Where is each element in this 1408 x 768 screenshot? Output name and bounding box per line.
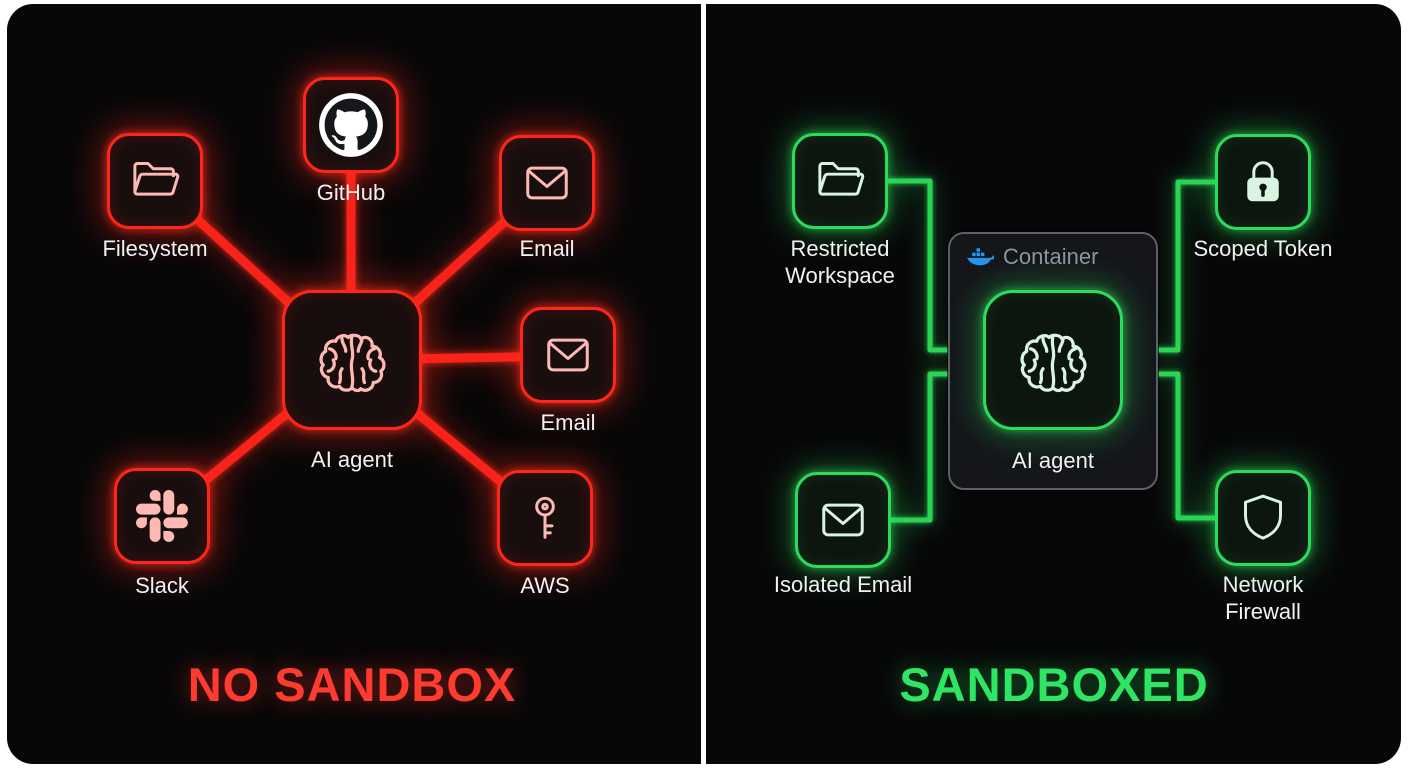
envelope-icon [822, 503, 864, 537]
node-label-email-2: Email [540, 410, 596, 435]
envelope-icon [547, 338, 589, 372]
node-label-scoped-token: Scoped Token [1193, 236, 1333, 261]
slack-icon [136, 490, 188, 542]
panel-divider [701, 0, 706, 768]
node-label-slack: Slack [135, 573, 189, 598]
container-label: Container [1003, 244, 1099, 269]
shield-icon [1244, 494, 1282, 540]
node-isolated-email [795, 472, 891, 568]
container-header: Container [966, 244, 1098, 270]
left-panel-title: NO SANDBOX [187, 658, 517, 711]
github-icon [319, 93, 383, 157]
key-icon [535, 496, 555, 539]
lock-icon [1247, 161, 1279, 202]
node-network-firewall [1215, 470, 1311, 566]
node-label-restricted-workspace: Restricted Workspace [785, 236, 895, 288]
node-email-1 [499, 135, 595, 231]
node-label-network-firewall: Network Firewall [1222, 572, 1304, 624]
envelope-icon [526, 166, 568, 200]
node-restricted-workspace [792, 133, 888, 229]
node-label-ai-agent-right: AI agent [1012, 448, 1094, 473]
node-aws [497, 470, 593, 566]
node-label-aws: AWS [520, 573, 570, 598]
brain-icon [1020, 333, 1087, 393]
docker-icon [966, 248, 994, 266]
folder-icon [133, 162, 180, 196]
node-label-isolated-email: Isolated Email [773, 572, 913, 597]
node-scoped-token [1215, 134, 1311, 230]
right-panel-title: SANDBOXED [899, 658, 1209, 711]
node-label-email-1: Email [519, 236, 575, 261]
node-email-2 [520, 307, 616, 403]
node-github [303, 77, 399, 173]
node-label-filesystem: Filesystem [102, 236, 208, 261]
node-label-github: GitHub [316, 180, 386, 205]
node-slack [114, 468, 210, 564]
folder-icon [818, 162, 865, 196]
brain-icon [319, 333, 386, 393]
node-label-ai-agent-left: AI agent [311, 447, 393, 472]
node-ai-agent-right [983, 290, 1123, 430]
node-ai-agent-left [282, 290, 422, 430]
node-filesystem [107, 133, 203, 229]
